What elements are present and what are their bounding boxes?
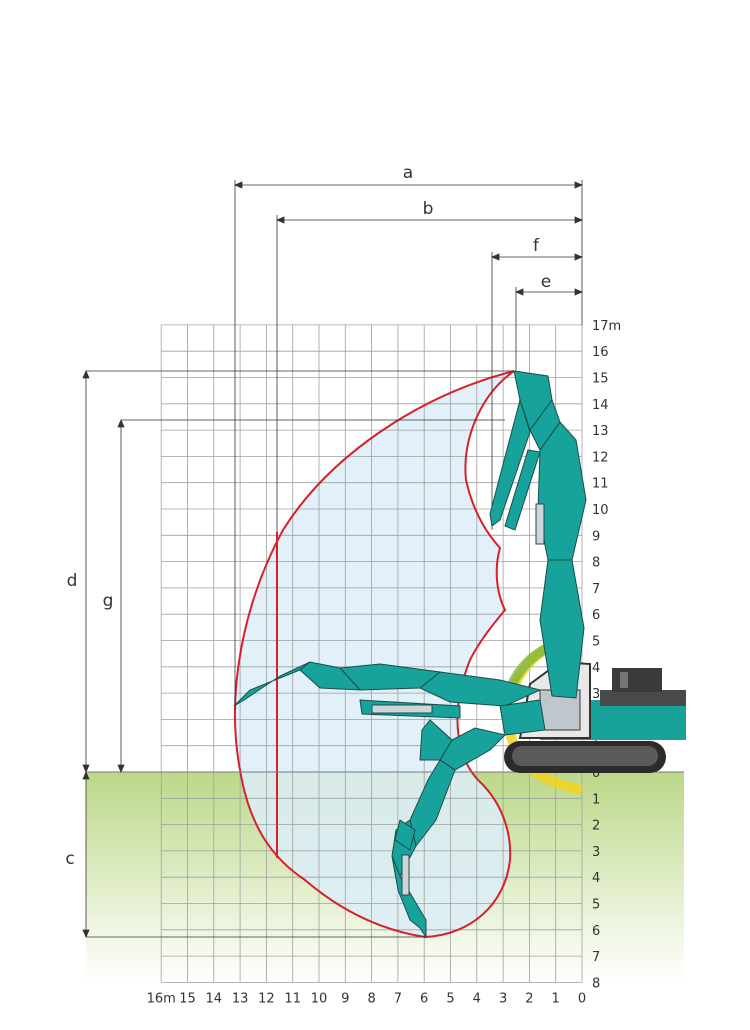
- dim-label-d: d: [67, 571, 78, 591]
- height-tick-label: 8: [592, 976, 600, 991]
- boom-high-reach: [489, 370, 587, 699]
- height-tick-label: 4: [592, 661, 600, 676]
- boom-max-depth: [391, 719, 506, 939]
- reach-tick-label: 12: [258, 991, 275, 1006]
- reach-tick-label: 15: [179, 991, 196, 1006]
- height-tick-label: 4: [592, 871, 600, 886]
- dim-label-e: e: [541, 272, 551, 292]
- reach-tick-label: 16m: [147, 991, 176, 1006]
- reach-tick-label: 3: [499, 991, 507, 1006]
- height-tick-label: 3: [592, 845, 600, 860]
- height-tick-label: 16: [592, 345, 609, 360]
- height-tick-label: 7: [592, 950, 600, 965]
- reach-tick-label: 10: [311, 991, 328, 1006]
- reach-tick-label: 9: [341, 991, 349, 1006]
- dim-label-g: g: [103, 591, 114, 611]
- height-tick-label: 7: [592, 582, 600, 597]
- reach-tick-label: 0: [578, 991, 586, 1006]
- reach-tick-label: 13: [232, 991, 249, 1006]
- height-tick-label: 8: [592, 556, 600, 571]
- reach-tick-label: 14: [206, 991, 223, 1006]
- excavator-illustrations: [233, 370, 686, 939]
- reach-tick-label: 11: [284, 991, 301, 1006]
- height-tick-label: 12: [592, 450, 609, 465]
- dim-label-c: c: [65, 849, 74, 869]
- height-tick-label: 2: [592, 819, 600, 834]
- height-tick-label: 15: [592, 372, 609, 387]
- height-tick-label: 10: [592, 503, 609, 518]
- side-dimensions: [82, 369, 514, 939]
- height-tick-label: 0: [592, 766, 600, 781]
- height-tick-label: 6: [592, 924, 600, 939]
- reach-tick-label: 5: [446, 991, 454, 1006]
- height-tick-label: 5: [592, 898, 600, 913]
- height-tick-label: 5: [592, 635, 600, 650]
- boom-max-reach: [233, 661, 546, 736]
- working-envelope-outline: [234, 370, 515, 939]
- reach-tick-label: 2: [525, 991, 533, 1006]
- height-tick-label: 13: [592, 424, 609, 439]
- reach-tick-label: 6: [420, 991, 428, 1006]
- height-tick-label: 9: [592, 529, 600, 544]
- reach-tick-label: 7: [394, 991, 402, 1006]
- dim-label-f: f: [533, 236, 540, 256]
- reach-tick-label: 4: [473, 991, 481, 1006]
- dim-label-a: a: [403, 163, 413, 183]
- reach-tick-label: 8: [367, 991, 375, 1006]
- height-tick-label: 11: [592, 477, 609, 492]
- top-dimensions: [233, 180, 584, 710]
- height-tick-label: 14: [592, 398, 609, 413]
- height-tick-label: 17m: [592, 319, 621, 334]
- height-tick-label: 3: [592, 687, 600, 702]
- dim-label-b: b: [423, 199, 434, 219]
- height-tick-label: 1: [592, 792, 600, 807]
- height-tick-label: 6: [592, 608, 600, 623]
- reach-tick-label: 1: [552, 991, 560, 1006]
